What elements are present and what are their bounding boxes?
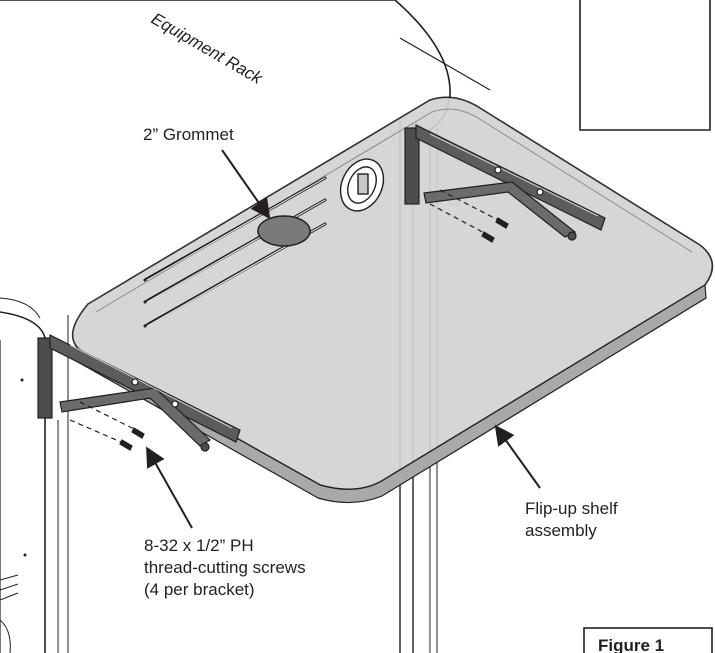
shelf-arrow: [494, 424, 541, 489]
screw: [119, 439, 133, 451]
shelf-edge-bevel: [77, 283, 707, 504]
left-bracket: [37, 334, 241, 452]
shelf-label-line2: assembly: [525, 521, 597, 540]
screw: [481, 231, 495, 243]
equipment-rack-label: Equipment Rack: [148, 9, 267, 89]
figure-label: Figure 1: [598, 636, 664, 653]
screws-label-line3: (4 per bracket): [144, 580, 255, 599]
grommet-label: 2” Grommet: [143, 125, 234, 144]
shelf-assembly: [71, 96, 714, 504]
figure-label-box: [583, 627, 713, 653]
screw: [131, 427, 145, 439]
grommet-arrow: [221, 149, 271, 220]
screws-arrow: [146, 446, 193, 529]
shelf-top: [71, 96, 714, 491]
rack-grommet: [339, 158, 385, 212]
callout-arrows: [146, 149, 541, 529]
right-bracket: [404, 124, 606, 241]
screw: [495, 217, 509, 229]
legend-box: [579, 0, 711, 131]
grommet-hole: [257, 215, 311, 247]
screws: [69, 189, 509, 451]
screws-label-line2: thread-cutting screws: [144, 558, 306, 577]
shelf-label-line1: Flip-up shelf: [525, 499, 618, 518]
screws-label-line1: 8-32 x 1/2” PH: [144, 536, 254, 555]
